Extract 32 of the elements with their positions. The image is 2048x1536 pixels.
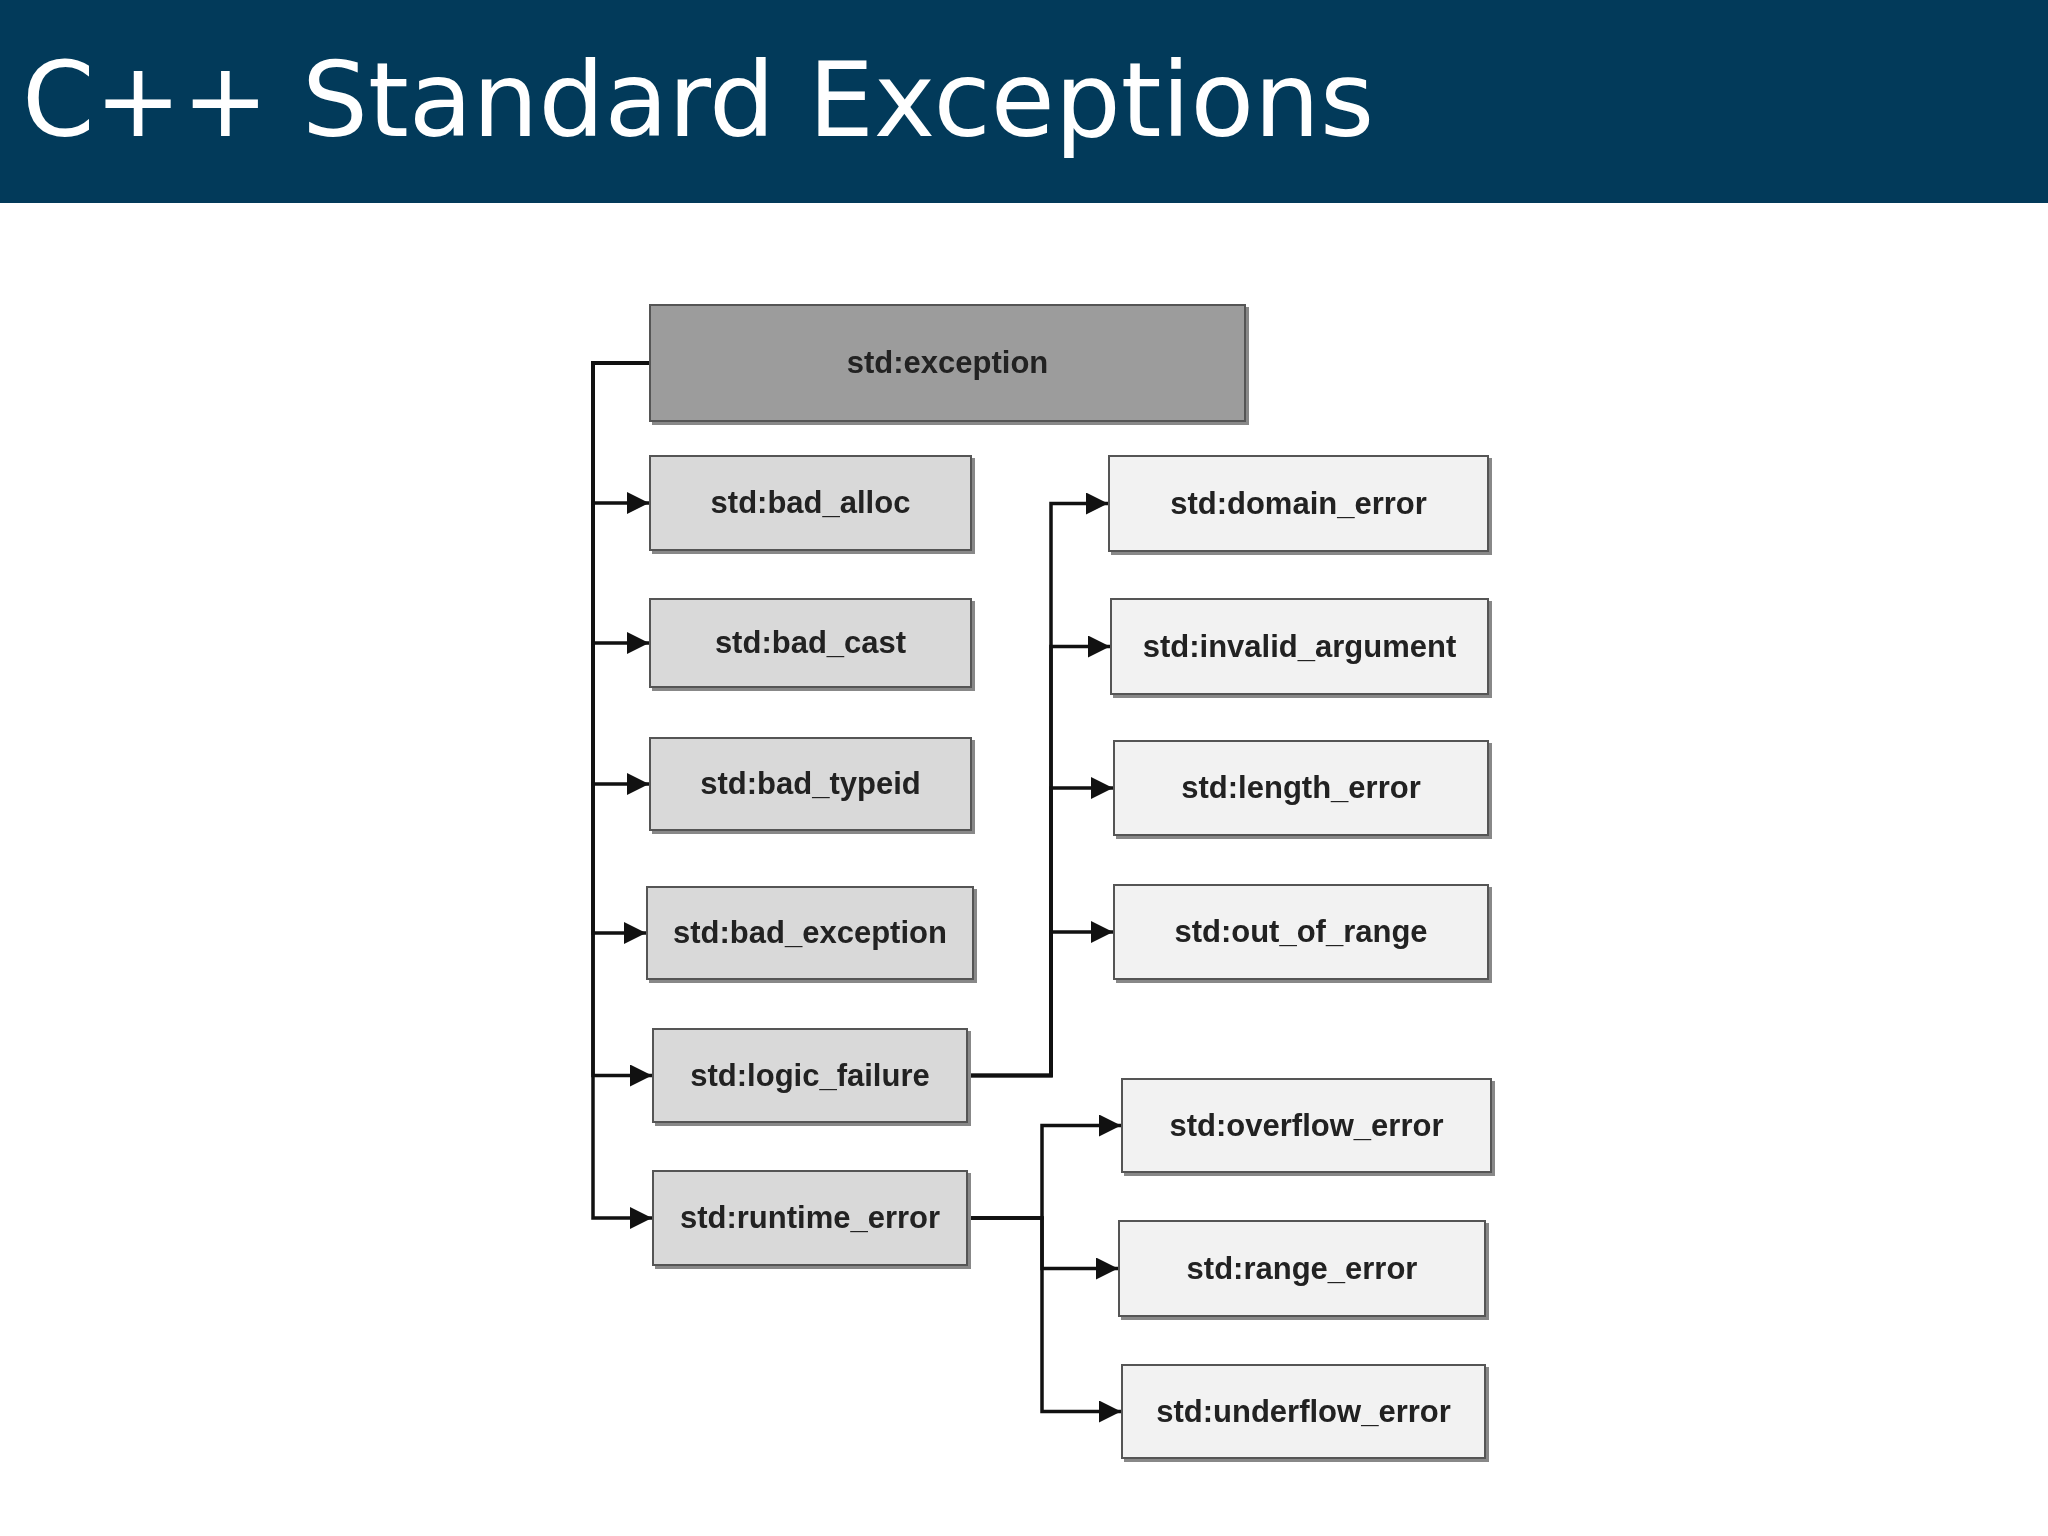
connector-arrow — [968, 921, 1113, 1078]
class-box — [649, 455, 972, 551]
class-name: std:range_error — [1186, 1250, 1418, 1287]
class-name: std:logic_failure — [690, 1057, 930, 1094]
class-box — [652, 1028, 968, 1123]
class-box — [652, 1170, 968, 1266]
class-name: std:bad_typeid — [700, 766, 921, 802]
connector-arrow — [968, 1216, 1121, 1423]
base-class-box — [649, 304, 1246, 422]
class-box — [1110, 598, 1489, 695]
class-name: std:bad_exception — [673, 915, 947, 951]
class-name: std:underflow_error — [1156, 1393, 1451, 1430]
class-name: std:bad_cast — [714, 625, 907, 661]
class-name: std:domain_error — [1170, 485, 1427, 522]
class-box — [649, 737, 972, 831]
class-box — [1121, 1078, 1492, 1173]
class-box — [1121, 1364, 1486, 1459]
class-box — [646, 886, 974, 980]
connector-arrow — [591, 361, 652, 1229]
class-name: std:out_of_range — [1174, 914, 1428, 950]
class-name: std:invalid_argument — [1142, 628, 1457, 665]
class-box — [1113, 884, 1489, 980]
class-box — [1113, 740, 1489, 836]
class-name: std:exception — [846, 345, 1049, 381]
class-name: std:bad_alloc — [710, 485, 911, 521]
class-name: std:runtime_error — [679, 1200, 941, 1236]
class-box — [649, 598, 972, 688]
class-name: std:overflow_error — [1169, 1107, 1444, 1144]
class-box — [1108, 455, 1489, 552]
class-box — [1118, 1220, 1486, 1317]
slide-title: C++ Standard Exceptions — [22, 38, 1375, 163]
class-name: std:length_error — [1181, 770, 1421, 806]
